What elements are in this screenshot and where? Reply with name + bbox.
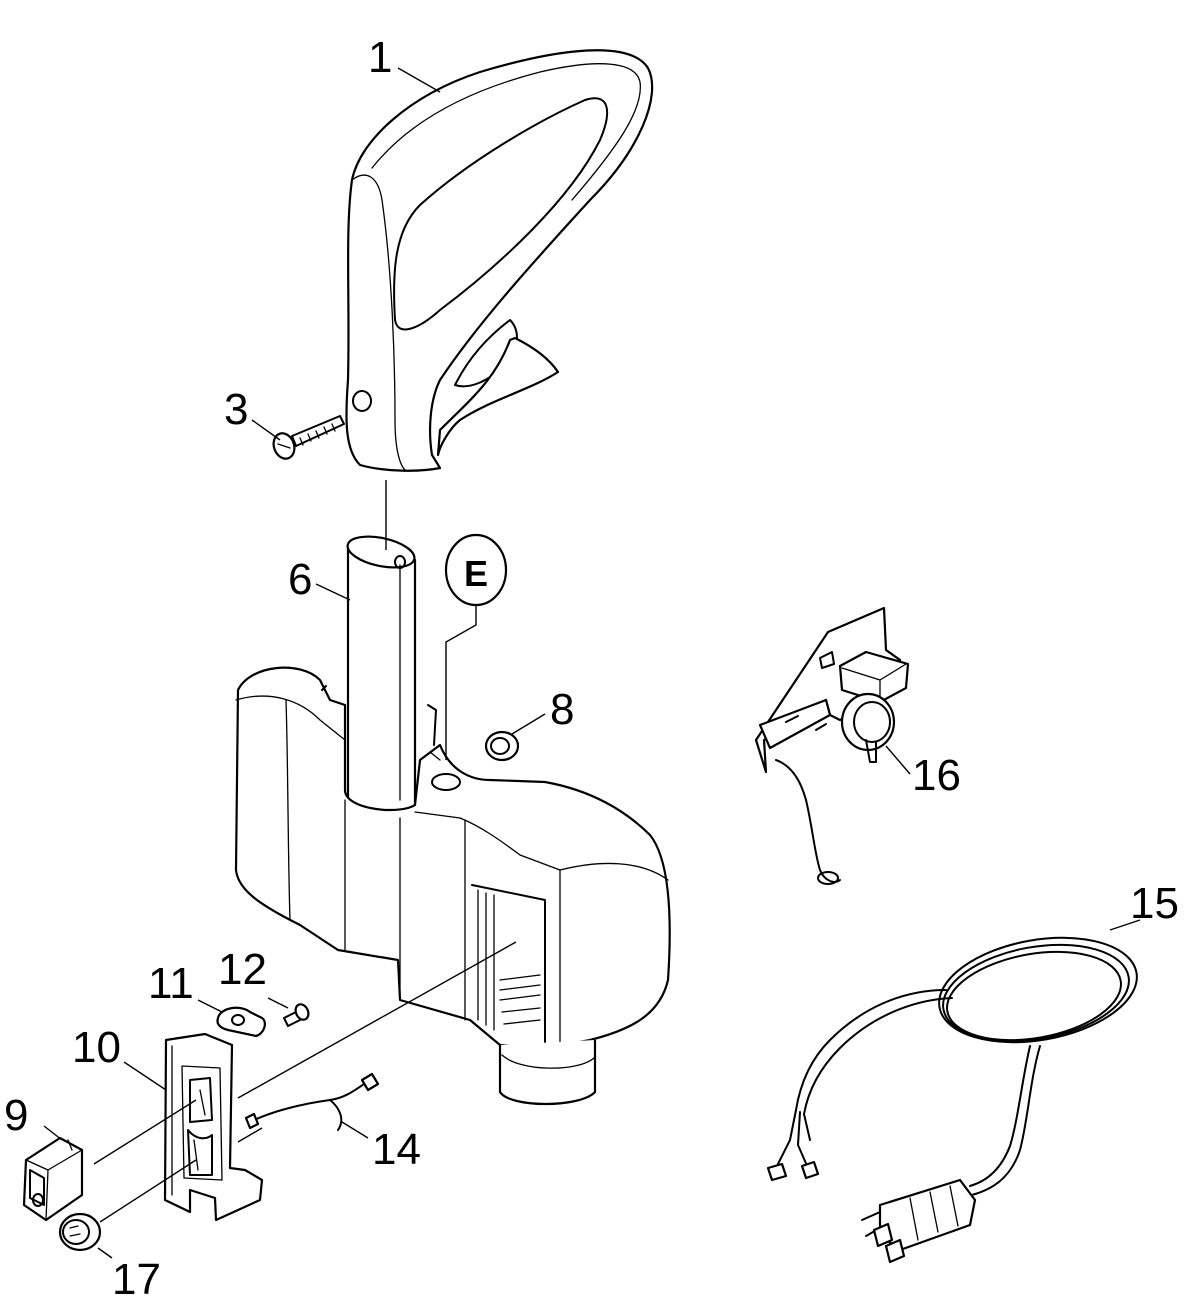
callout-9: 9 xyxy=(4,1091,28,1140)
part-14-wire xyxy=(244,1072,380,1131)
marker-e-badge: E xyxy=(444,533,508,760)
callout-11: 11 xyxy=(148,959,194,1008)
callout-12: 12 xyxy=(218,945,267,994)
part-1-handle xyxy=(345,49,654,472)
callout-15: 15 xyxy=(1130,879,1179,928)
leader-lines xyxy=(43,67,1141,1259)
part-8-plug xyxy=(484,730,520,762)
main-body-housing xyxy=(234,666,671,1106)
part-9-rocker-switch xyxy=(22,1136,84,1222)
part-6-tube xyxy=(346,535,417,816)
callout-8: 8 xyxy=(550,685,574,734)
callout-labels: 1 3 6 8 9 10 11 12 14 15 16 17 xyxy=(4,33,1179,1304)
callout-1: 1 xyxy=(368,33,392,82)
part-17-cap xyxy=(58,1212,102,1252)
callout-16: 16 xyxy=(912,751,961,800)
marker-e-label: E xyxy=(464,553,488,594)
callout-10: 10 xyxy=(72,1023,121,1072)
part-11-clamp xyxy=(216,1006,266,1038)
part-16-circuit-board xyxy=(754,606,910,885)
callout-14: 14 xyxy=(372,1125,421,1174)
callout-6: 6 xyxy=(288,555,312,604)
part-10-switch-housing xyxy=(163,1032,264,1222)
callout-3: 3 xyxy=(224,385,248,434)
callout-17: 17 xyxy=(112,1255,161,1304)
part-12-small-screw xyxy=(283,1003,310,1027)
part-15-power-cord xyxy=(766,936,1138,1264)
part-3-screw xyxy=(272,415,345,460)
